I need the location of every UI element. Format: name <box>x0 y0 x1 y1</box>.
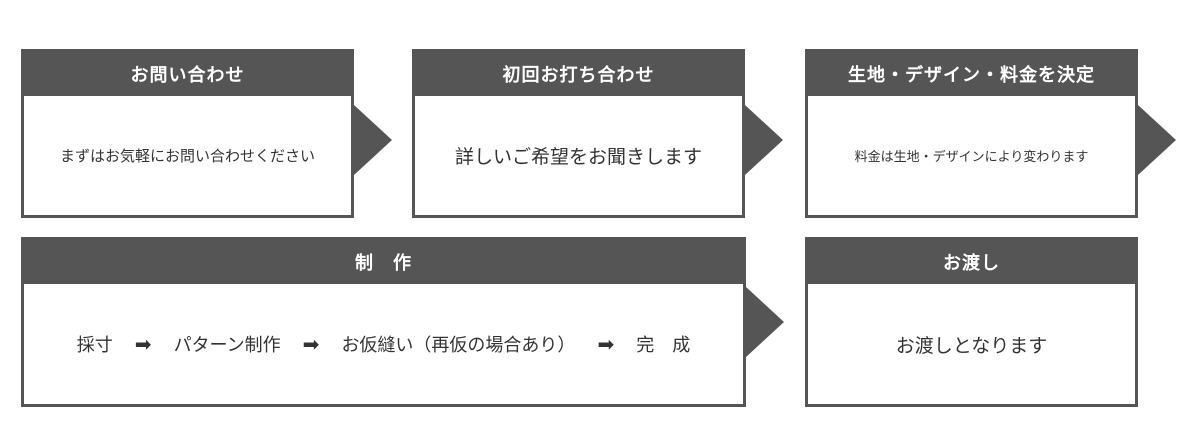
production-process: 採寸 ➡ パターン制作 ➡ お仮縫い（再仮の場合あり） ➡ 完 成 <box>77 331 690 357</box>
delivery-title: お渡し <box>943 253 1000 274</box>
step-title-inquiry: お問い合わせ <box>130 65 245 86</box>
production-body: 採寸 ➡ パターン制作 ➡ お仮縫い（再仮の場合あり） ➡ 完 成 <box>24 284 743 404</box>
right-arrow-icon: ➡ <box>134 332 152 356</box>
step-body-first-meeting: 詳しいご希望をお聞きします <box>415 96 742 215</box>
flow-arrow-1 <box>354 105 392 175</box>
step-body-decision: 料金は生地・デザインにより変わります <box>808 96 1135 215</box>
delivery-box: お渡し お渡しとなります <box>805 237 1138 407</box>
process-step-fitting: お仮縫い（再仮の場合あり） <box>341 335 576 356</box>
flow-arrow-4 <box>746 287 784 357</box>
step-text-decision: 料金は生地・デザインにより変わります <box>854 150 1089 165</box>
step-title-first-meeting: 初回お打ち合わせ <box>502 65 655 86</box>
flow-arrow-2 <box>745 105 783 175</box>
delivery-text: お渡しとなります <box>895 334 1048 357</box>
process-step-measurement: 採寸 <box>76 335 113 356</box>
production-box: 制 作 採寸 ➡ パターン制作 ➡ お仮縫い（再仮の場合あり） ➡ 完 成 <box>21 237 746 407</box>
step-box-inquiry: お問い合わせ まずはお気軽にお問い合わせください <box>21 49 354 218</box>
step-header-decision: 生地・デザイン・料金を決定 <box>808 52 1135 96</box>
production-title: 制 作 <box>355 253 412 274</box>
step-text-inquiry: まずはお気軽にお問い合わせください <box>59 147 315 165</box>
process-step-pattern: パターン制作 <box>173 335 281 356</box>
step-header-first-meeting: 初回お打ち合わせ <box>415 52 742 96</box>
step-title-decision: 生地・デザイン・料金を決定 <box>848 65 1095 86</box>
flow-arrow-3 <box>1138 105 1176 175</box>
right-arrow-icon: ➡ <box>302 332 320 356</box>
delivery-header: お渡し <box>808 240 1135 284</box>
right-arrow-icon: ➡ <box>597 332 615 356</box>
production-header: 制 作 <box>24 240 743 284</box>
step-text-first-meeting: 詳しいご希望をお聞きします <box>454 146 702 168</box>
step-box-decision: 生地・デザイン・料金を決定 料金は生地・デザインにより変わります <box>805 49 1138 218</box>
step-box-first-meeting: 初回お打ち合わせ 詳しいご希望をお聞きします <box>412 49 745 218</box>
process-step-complete: 完 成 <box>636 335 691 356</box>
delivery-body: お渡しとなります <box>808 284 1135 404</box>
step-header-inquiry: お問い合わせ <box>24 52 351 96</box>
step-body-inquiry: まずはお気軽にお問い合わせください <box>24 96 351 215</box>
